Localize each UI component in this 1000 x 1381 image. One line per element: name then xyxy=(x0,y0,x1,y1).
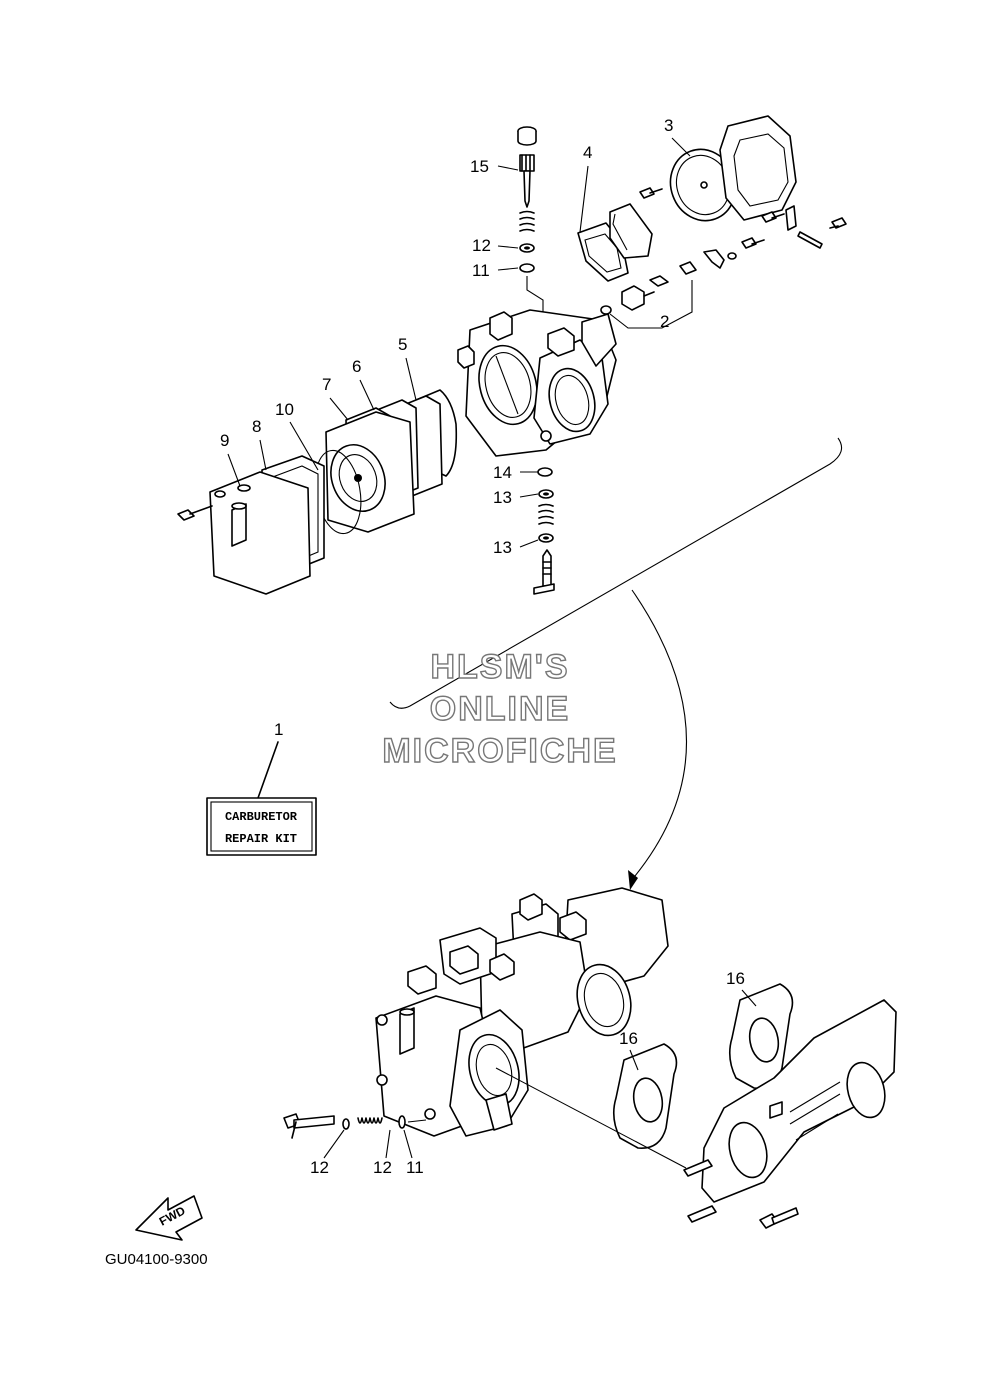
lower-carburetor-assembly xyxy=(283,887,669,1139)
pump-body-cover-part xyxy=(177,455,325,595)
intake-manifold-part xyxy=(683,999,897,1229)
callout-16-right: 16 xyxy=(726,969,745,988)
callout-5: 5 xyxy=(398,335,407,354)
callout-12-lower-mid: 12 xyxy=(373,1158,392,1177)
callout-13-lower: 13 xyxy=(493,538,512,557)
callout-4: 4 xyxy=(583,143,592,162)
callout-3: 3 xyxy=(664,116,673,135)
manifold-gaskets-part xyxy=(612,983,794,1149)
watermark-line-3: MICROFICHE xyxy=(382,732,617,770)
needle-valve-part xyxy=(600,261,697,329)
carburetor-body-part xyxy=(457,309,617,457)
callout-9: 9 xyxy=(220,431,229,450)
callout-12-lower-left: 12 xyxy=(310,1158,329,1177)
callout-11-lower: 11 xyxy=(406,1158,424,1177)
assembly-arrow-line xyxy=(629,589,687,883)
watermark-line-1: HLSM'S xyxy=(430,648,569,686)
o-ring-part xyxy=(519,263,535,273)
callout-6: 6 xyxy=(352,357,361,376)
callout-11-upper: 11 xyxy=(472,261,490,280)
callout-2: 2 xyxy=(660,312,669,331)
leader-line-upper-to-lower xyxy=(389,437,843,709)
gasket-cover-part xyxy=(577,203,653,282)
assembly-arrow-head xyxy=(628,870,638,890)
repair-kit-line-2: REPAIR KIT xyxy=(225,832,297,846)
throttle-stop-screw-part xyxy=(533,467,555,595)
callout-12-upper: 12 xyxy=(472,236,491,255)
pump-cover-part xyxy=(719,115,797,221)
forward-arrow-icon: FWD xyxy=(135,1195,203,1241)
callout-7: 7 xyxy=(322,375,331,394)
callout-16-left: 16 xyxy=(619,1029,638,1048)
callout-14: 14 xyxy=(493,463,512,482)
repair-kit-line-1: CARBURETOR xyxy=(225,810,298,824)
callout-10: 10 xyxy=(275,400,294,419)
callout-13-upper: 13 xyxy=(493,488,512,507)
callout-1: 1 xyxy=(274,720,283,739)
repair-kit-box: CARBURETOR REPAIR KIT xyxy=(206,741,317,856)
gasket-alignment-line xyxy=(495,1067,687,1169)
watermark: HLSM'S ONLINE MICROFICHE xyxy=(382,647,617,770)
screws-top-right xyxy=(639,187,847,269)
diagram-code: GU04100-9300 xyxy=(105,1251,208,1268)
watermark-line-2: ONLINE xyxy=(430,690,570,728)
callout-15: 15 xyxy=(470,157,489,176)
callouts: 15 12 11 4 3 2 5 6 7 10 8 9 14 xyxy=(220,116,757,1177)
gasket-stack-part xyxy=(325,389,458,533)
callout-8: 8 xyxy=(252,417,261,436)
upper-carburetor-assembly xyxy=(177,115,847,595)
pilot-screw-part xyxy=(517,126,537,232)
